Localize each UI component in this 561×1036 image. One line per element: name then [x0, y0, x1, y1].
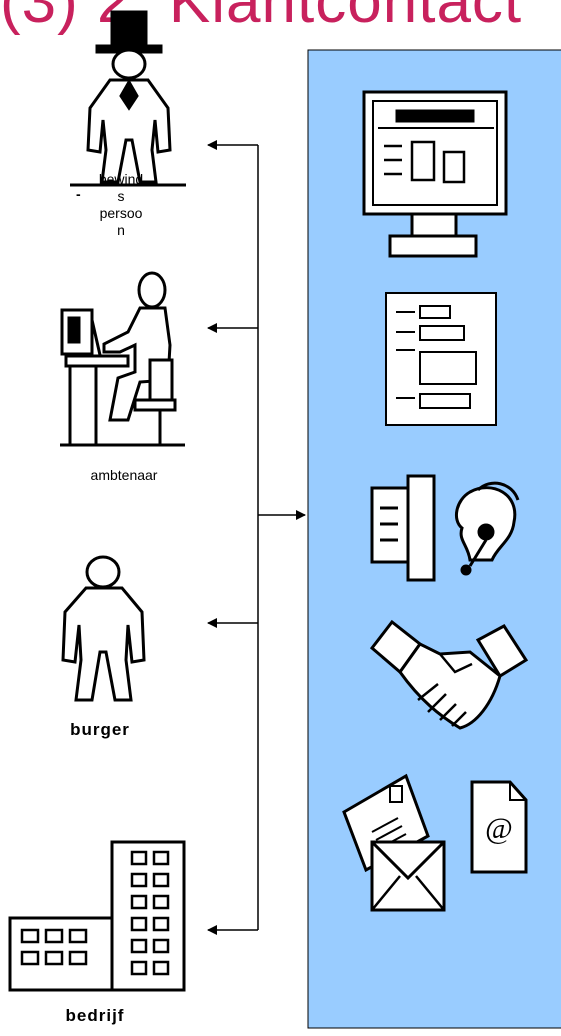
label-bewindspersoon-line2: s: [117, 188, 125, 204]
label-bewindspersoon-line3: persoo: [99, 205, 143, 221]
label-bewindspersoon: bewind s persoo n: [92, 171, 150, 239]
label-bewindspersoon-line4: n: [117, 222, 125, 238]
burger-icon: [61, 555, 146, 702]
slide-title: (3) 2. Klantcontact: [0, 0, 523, 36]
bedrijf-icon: [8, 840, 186, 992]
bewindspersoon-icon: [70, 10, 186, 187]
label-burger: burger: [70, 720, 130, 739]
label-bewindspersoon-line1: bewind: [98, 171, 144, 187]
label-bewindspersoon-dash: -: [76, 186, 81, 202]
website-icon: [362, 90, 508, 258]
handshake-icon: [369, 619, 529, 730]
ambtenaar-icon: [60, 271, 185, 447]
form-icon: [385, 292, 497, 426]
mail-icon: @: [342, 773, 528, 912]
label-bedrijf: bedrijf: [65, 1006, 125, 1025]
label-ambtenaar: ambtenaar: [90, 467, 158, 483]
connector-lines: [207, 140, 306, 935]
callcenter-icon: [370, 474, 520, 582]
svg-text:@: @: [485, 812, 513, 845]
